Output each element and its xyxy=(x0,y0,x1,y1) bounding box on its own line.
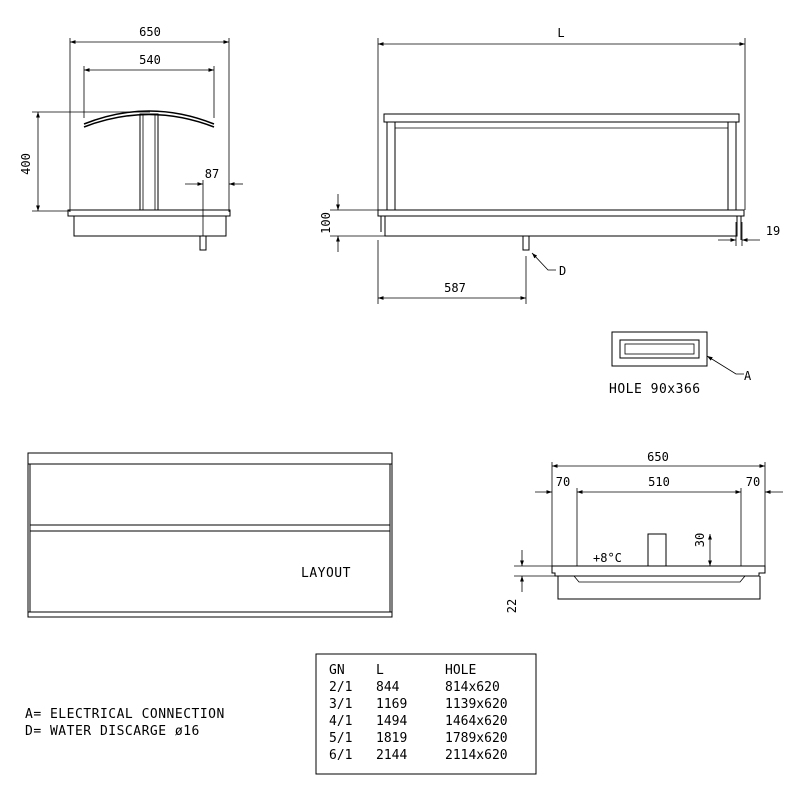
table-header-0: GN xyxy=(329,663,345,678)
dim-side-587: 587 xyxy=(444,281,466,295)
table-header-2: HOLE xyxy=(445,663,476,678)
table-cell-0-0: 2/1 xyxy=(329,680,352,695)
dim-side-L: L xyxy=(557,26,564,40)
table-cell-1-0: 3/1 xyxy=(329,697,352,712)
legend-d: D= WATER DISCARGE ø16 xyxy=(25,724,200,739)
hole-label: HOLE 90x366 xyxy=(609,382,701,397)
table-cell-3-0: 5/1 xyxy=(329,731,352,746)
marker-d-label: D xyxy=(559,264,566,278)
dim-front-87: 87 xyxy=(205,167,219,181)
table-cell-4-1: 2144 xyxy=(376,748,407,763)
dim-section-650: 650 xyxy=(647,450,669,464)
table-cell-4-0: 6/1 xyxy=(329,748,352,763)
dim-section-30: 30 xyxy=(693,533,707,547)
table-cell-4-2: 2114x620 xyxy=(445,748,508,763)
table-cell-3-1: 1819 xyxy=(376,731,407,746)
legend-a: A= ELECTRICAL CONNECTION xyxy=(25,707,225,722)
dim-section-70-left: 70 xyxy=(556,475,570,489)
table-cell-0-1: 844 xyxy=(376,680,400,695)
side-view: L 100 19 D 587 xyxy=(319,26,780,304)
layout-view: LAYOUT xyxy=(27,452,393,618)
legend: A= ELECTRICAL CONNECTION D= WATER DISCAR… xyxy=(25,707,225,739)
table-cell-2-0: 4/1 xyxy=(329,714,352,729)
dim-side-100: 100 xyxy=(319,212,333,234)
dim-section-510: 510 xyxy=(648,475,670,489)
table-cell-0-2: 814x620 xyxy=(445,680,500,695)
dim-section-70-right: 70 xyxy=(746,475,760,489)
dim-front-400: 400 xyxy=(19,153,33,175)
table-cell-1-2: 1139x620 xyxy=(445,697,508,712)
hole-detail: A HOLE 90x366 xyxy=(609,331,752,397)
front-view: 650 540 400 87 xyxy=(19,25,243,251)
marker-a-label: A xyxy=(744,369,752,383)
layout-label: LAYOUT xyxy=(301,566,351,581)
dim-front-540: 540 xyxy=(139,53,161,67)
dim-front-650: 650 xyxy=(139,25,161,39)
table-header-1: L xyxy=(376,663,384,678)
table-cell-3-2: 1789x620 xyxy=(445,731,508,746)
section-view: 650 70 510 70 30 +8°C 22 xyxy=(505,450,783,613)
table-cell-1-1: 1169 xyxy=(376,697,407,712)
dim-side-19: 19 xyxy=(766,224,780,238)
dimension-table: GN L HOLE 2/1 844 814x620 3/1 1169 1139x620 4/1 14… xyxy=(315,653,537,775)
table-cell-2-1: 1494 xyxy=(376,714,407,729)
temperature-label: +8°C xyxy=(593,551,622,565)
dim-section-22: 22 xyxy=(505,599,519,613)
table-cell-2-2: 1464x620 xyxy=(445,714,508,729)
table-body: GN L HOLE 2/1 844 814x620 3/1 1169 1139x620 4/1 14… xyxy=(329,663,508,763)
